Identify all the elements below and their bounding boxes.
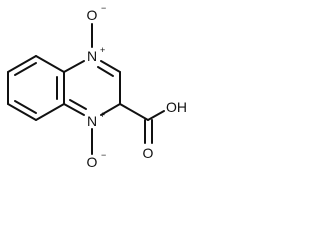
atom-o-top: O [87,7,98,23]
atom-n-top: N [87,48,97,64]
bond-b5-b6 [7,103,37,121]
bond-c4a-n1 [63,60,85,73]
quinoxaline-dioxide-carboxylic-acid-structure: O − N + N + O − OH O [7,3,187,170]
bond-b4-b5 [35,103,65,121]
charge-n-top: + [100,45,105,55]
charge-o-bottom: − [101,150,106,160]
charge-n-bottom: + [100,110,105,120]
atom-o-bottom: O [87,154,98,170]
bond-c3-n4 [100,103,121,116]
bond-n4-c8a [63,103,85,116]
bond-n1-c2 [100,60,121,73]
bond-b1-b2 [7,55,37,73]
double-bond-b1-b2-inner [14,62,37,76]
double-bond-b5-b6-inner [14,100,37,114]
charge-o-top: − [101,3,106,13]
bond-c3-carboxyl [119,103,149,121]
bond-carboxyl-oh [147,110,165,121]
atom-o-carbonyl: O [143,145,154,161]
bond-b2-b3 [35,55,65,73]
double-bond-n4-c8a-inner [69,99,87,110]
atom-oh: OH [166,99,187,115]
atom-n-bottom: N [87,113,97,129]
double-bond-n1-c2-inner [97,66,114,77]
